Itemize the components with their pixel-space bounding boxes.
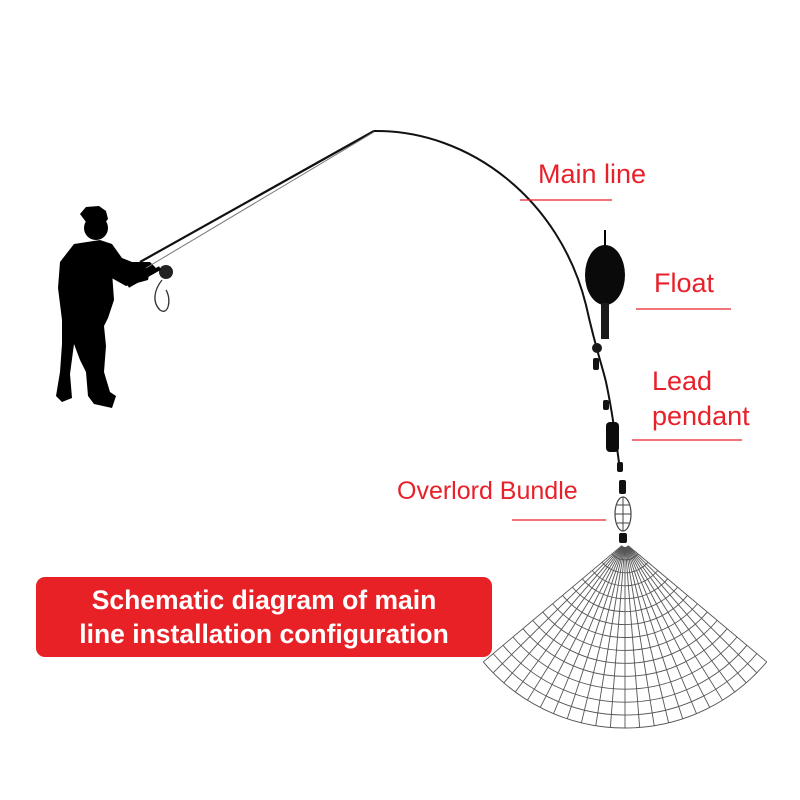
net-ring-strand — [532, 620, 718, 664]
line-swivels — [593, 358, 626, 494]
overlord-bundle — [614, 496, 632, 543]
net-ring-strand — [492, 653, 758, 716]
spinning-reel — [154, 265, 173, 312]
fishing-rod — [127, 130, 375, 288]
net-ring-strand — [522, 628, 728, 677]
net-ring-strand — [562, 595, 688, 625]
main-line — [373, 129, 621, 471]
net-ring-strand — [502, 645, 748, 703]
net-ring-strand — [601, 561, 649, 574]
fan-net — [482, 545, 768, 729]
net-ring-strand — [482, 661, 768, 729]
net-ring-strand — [512, 636, 738, 690]
lead-pendant — [606, 422, 619, 452]
net-ring-strand — [581, 578, 669, 600]
net-ring-strand — [611, 553, 639, 561]
net-ring-strand — [552, 603, 698, 638]
overlord-bundle-label: Overlord Bundle — [397, 477, 578, 505]
leader-lines — [512, 199, 742, 521]
net-ring-strand — [591, 570, 659, 587]
schematic-title-banner: Schematic diagram of main line installat… — [36, 577, 492, 657]
main-line-label: Main line — [538, 159, 647, 189]
net-ring-strand — [572, 586, 678, 613]
fisherman-silhouette — [56, 206, 156, 408]
banner-line-1: Schematic diagram of main — [91, 584, 437, 615]
lead-pendant-label-line2: pendant — [652, 400, 750, 431]
float-label: Float — [654, 268, 715, 298]
net-ring-strand — [542, 611, 708, 651]
lead-pendant-label-line1: Lead — [652, 366, 713, 396]
banner-line-2: line installation configuration — [79, 619, 449, 649]
lead-pendant-label: Lead pendant — [652, 364, 750, 433]
float-bobber — [585, 230, 625, 353]
